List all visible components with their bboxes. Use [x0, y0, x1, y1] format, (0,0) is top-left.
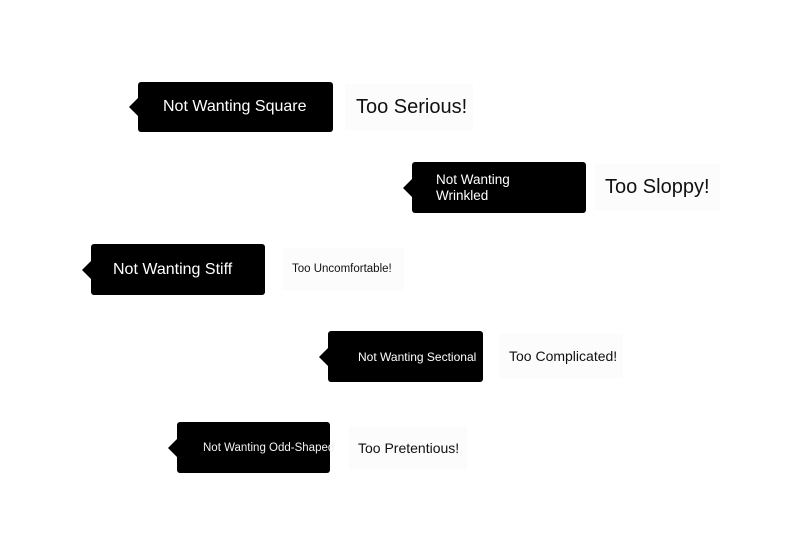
callout-tag: Too Uncomfortable!	[282, 248, 404, 290]
callout-bubble: Not Wanting Sectional	[319, 331, 483, 382]
callout-bubble-label: Not Wanting Odd-Shaped	[203, 441, 335, 454]
callout-bubble: Not Wanting Wrinkled	[403, 162, 586, 213]
callout-tag: Too Complicated!	[499, 334, 623, 378]
callout-bubble: Not Wanting Stiff	[82, 244, 265, 295]
callout-bubble-label: Not Wanting Wrinkled	[436, 171, 510, 203]
callout-bubble: Not Wanting Square	[129, 82, 333, 132]
callout-tag: Too Pretentious!	[349, 426, 467, 470]
callout-tag-label: Too Uncomfortable!	[292, 263, 392, 275]
callout-tag-label: Too Complicated!	[509, 348, 618, 364]
callout-tag-label: Too Serious!	[356, 95, 468, 118]
callout-bubble: Not Wanting Odd-Shaped	[168, 422, 334, 473]
callout-bubble-label: Not Wanting Stiff	[113, 260, 233, 278]
callout-tag: Too Sloppy!	[594, 164, 720, 210]
callout-bubble-label: Not Wanting Sectional	[358, 349, 477, 364]
callout-tag: Too Serious!	[345, 84, 473, 130]
callout-bubble-label: Not Wanting Square	[163, 98, 307, 115]
callout-tag-label: Too Pretentious!	[358, 440, 460, 456]
callout-tag-label: Too Sloppy!	[605, 175, 710, 198]
